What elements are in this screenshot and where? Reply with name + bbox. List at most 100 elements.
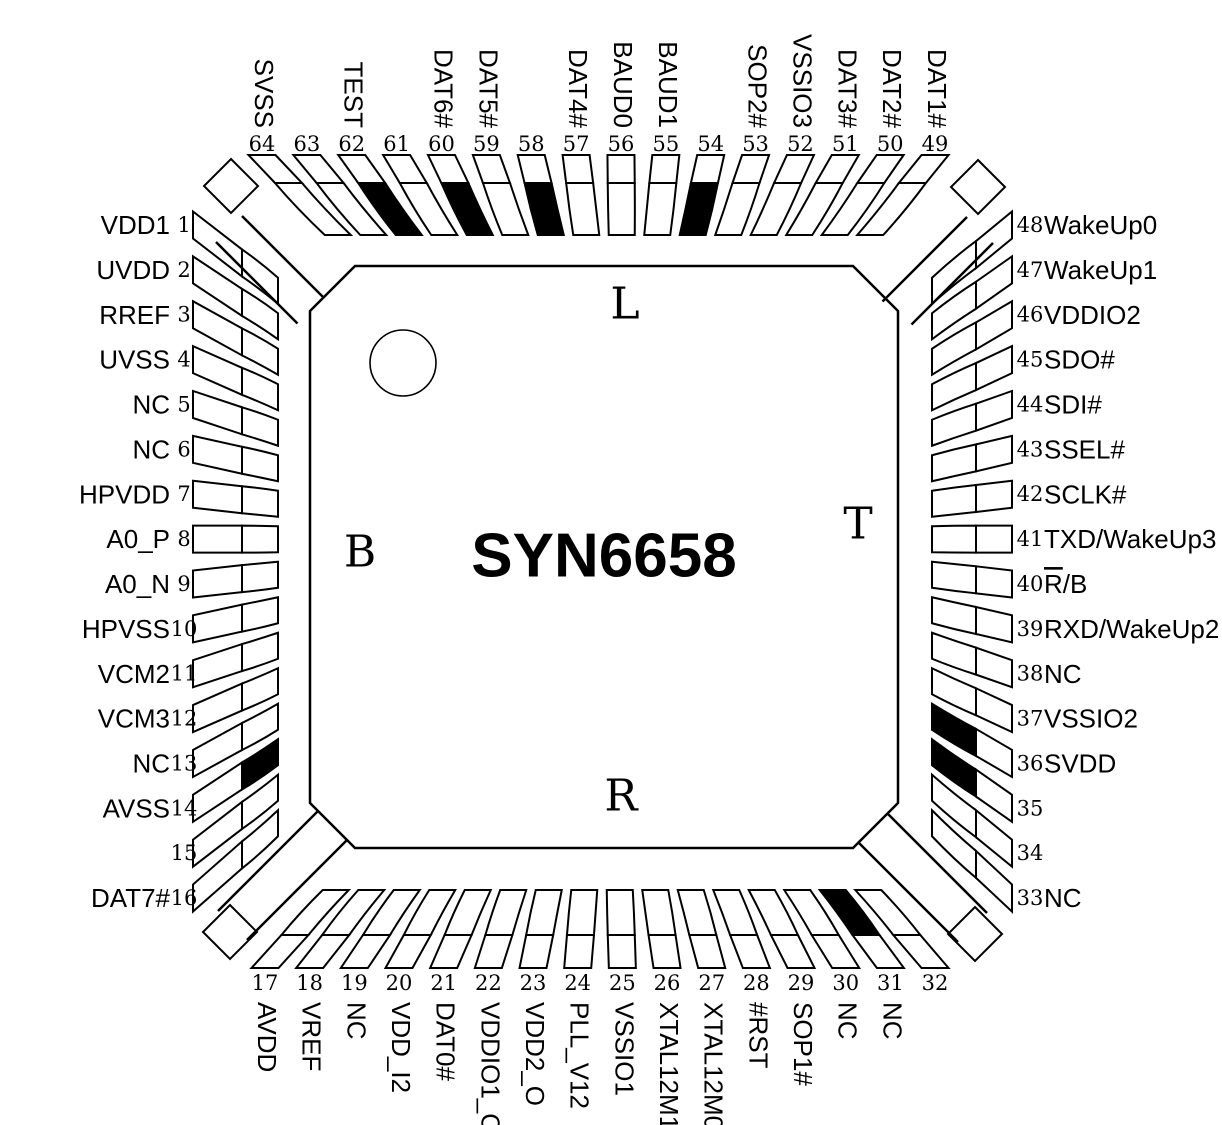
pin-label: RREF	[99, 300, 170, 330]
pin-number: 23	[520, 971, 547, 995]
pin-number: 41	[1017, 527, 1044, 551]
pin-lead-inner	[524, 889, 563, 936]
pin-lead-inner	[241, 596, 279, 633]
pin-number: 7	[177, 482, 190, 506]
pin-lead-inner-marked	[241, 737, 279, 792]
pin-number: 18	[296, 971, 323, 995]
pin-lead-inner-marked	[523, 182, 566, 236]
corner-diamond-icon	[946, 905, 1004, 963]
pin-number: 1	[177, 213, 190, 237]
pin1-marker-circle-icon	[369, 329, 437, 397]
pin-lead-inner	[749, 182, 803, 236]
pin-label: BAUD0	[608, 41, 638, 128]
pin-side-left: 1VDD12UVDD3RREF4UVSS5NC6NC7HPVDD8A0_P9A0…	[79, 209, 279, 914]
pin-lead-outer	[975, 686, 1013, 734]
pin-label: HPVDD	[79, 479, 170, 509]
pin-lead-inner	[931, 807, 977, 881]
pin-lead-inner	[931, 772, 977, 840]
pin-64: 64 SVSS	[246, 59, 354, 236]
pin-lead-inner-marked	[439, 182, 495, 236]
pin-lead-inner-marked	[356, 182, 424, 236]
pin-lead-inner	[784, 182, 845, 236]
pin-label: A0_N	[105, 569, 170, 599]
pin-label: DAT4#	[563, 49, 593, 129]
pin-lead-inner	[931, 666, 977, 717]
pin-lead-outer	[192, 564, 243, 599]
pin-label: NC	[341, 1002, 371, 1040]
pin-lead-inner	[931, 483, 977, 518]
pin-15: 15	[171, 772, 279, 869]
pin-lead-inner	[241, 560, 279, 594]
pin-label: SVDD	[1044, 749, 1116, 779]
pin-number: 52	[787, 132, 814, 156]
pin-label: SVSS	[249, 59, 279, 128]
pin-lead-inner	[241, 772, 279, 831]
pin-54: 54	[678, 132, 726, 236]
pin-label: R/B	[1044, 569, 1087, 599]
pin-lead-outer	[381, 154, 429, 184]
pin-number: 64	[249, 132, 276, 156]
pin-number: 43	[1017, 437, 1044, 461]
pin-number: 22	[475, 971, 502, 995]
pin-label: DAT2#	[877, 49, 907, 129]
pin-lead-inner	[931, 631, 977, 676]
pin-lead-inner	[241, 485, 279, 518]
pin-number: 24	[564, 971, 591, 995]
pin-lead-inner-marked	[678, 182, 720, 236]
pin-number: 12	[171, 707, 198, 731]
pin-lead-inner	[641, 889, 677, 936]
pin-label: DAT3#	[832, 49, 862, 129]
pin-number: 19	[341, 971, 368, 995]
pin-number: 63	[294, 132, 321, 156]
pin-lead-outer	[606, 154, 636, 184]
pin-lead-outer	[383, 934, 433, 969]
corner-band-line	[881, 216, 968, 303]
pin-number: 51	[832, 132, 859, 156]
pin-lead-outer	[850, 934, 906, 969]
pin-lead-outer	[518, 934, 555, 969]
pin-lead-outer	[606, 934, 637, 969]
pin-lead-inner	[931, 361, 977, 412]
pin-lead-inner	[565, 182, 601, 236]
pin-label: WakeUp0	[1044, 210, 1157, 240]
pin-61: 61	[381, 132, 460, 236]
pin-6: 6NC	[132, 434, 279, 483]
corner-band-line	[215, 241, 299, 325]
pin-number: 13	[171, 751, 198, 775]
pin-number: 30	[832, 971, 859, 995]
pin-lead-inner-marked	[817, 889, 882, 936]
pin-lead-outer	[855, 154, 906, 184]
pin-lead-inner-marked	[931, 701, 977, 758]
pin-number: 56	[608, 132, 635, 156]
pin-lead-inner	[241, 807, 279, 871]
pin-lead-inner	[565, 889, 599, 936]
pin-lead-outer	[336, 154, 388, 184]
pin-lead-inner	[643, 182, 678, 236]
pin-lead-outer	[192, 389, 243, 436]
pin-7: 7 HPVDD	[79, 479, 279, 518]
pin-lead-outer	[769, 934, 817, 969]
pin-number: 28	[743, 971, 770, 995]
chip-title: SYN6658	[471, 522, 736, 591]
pin-lead-inner	[241, 445, 279, 483]
pin-label: DAT6#	[428, 49, 458, 129]
pin-label: NC	[1044, 659, 1082, 689]
pin-number: 29	[788, 971, 815, 995]
pin-label: WakeUp1	[1044, 255, 1157, 285]
